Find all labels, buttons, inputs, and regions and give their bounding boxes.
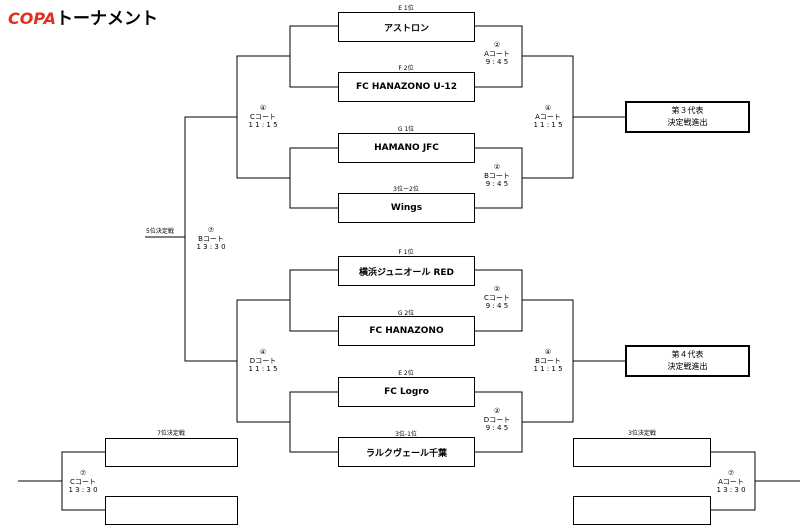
match-info: ④ Cコート 1 1 : 1 5: [247, 104, 279, 130]
team-box: FC Logro: [338, 377, 475, 407]
match-number: ②: [493, 41, 501, 49]
match-number: ⑦: [727, 469, 735, 477]
seed-label: F 1位: [398, 249, 414, 256]
team-box: アストロン: [338, 12, 475, 42]
match-number: ④: [259, 104, 267, 112]
brand-logo-text: COPA: [8, 9, 56, 28]
match-info: ⑦ Cコート 1 3 : 3 0: [67, 469, 99, 495]
seed-label: E 1位: [398, 5, 414, 12]
match-court: Dコート: [249, 356, 277, 365]
seventh-place-label: 7位決定戦: [157, 430, 185, 437]
match-court: Cコート: [70, 477, 96, 486]
match-time: 1 1 : 1 5: [248, 365, 278, 373]
empty-team-box: [573, 438, 711, 467]
match-time: 1 1 : 1 5: [248, 121, 278, 129]
empty-team-box: [105, 438, 238, 467]
match-number: ②: [493, 285, 501, 293]
result-line: 第３代表: [671, 106, 704, 115]
team-box: ラルクヴェール千葉: [338, 437, 475, 467]
match-court: Bコート: [535, 356, 561, 365]
third-place-label: 3位決定戦: [628, 430, 656, 437]
team-box: FC HANAZONO U-12: [338, 72, 475, 102]
team-box: Wings: [338, 193, 475, 223]
match-time: 1 3 : 3 0: [716, 486, 746, 494]
match-court: Aコート: [484, 49, 510, 58]
match-info: ② Cコート 9 : 4 5: [483, 285, 511, 311]
match-court: Dコート: [483, 415, 511, 424]
match-number: ④: [544, 104, 552, 112]
match-time: 9 : 4 5: [485, 302, 509, 310]
match-court: Cコート: [250, 112, 276, 121]
empty-team-box: [105, 496, 238, 525]
match-time: 1 3 : 3 0: [68, 486, 98, 494]
match-number: ⑦: [207, 226, 215, 234]
match-court: Aコート: [535, 112, 561, 121]
match-info: ② Bコート 9 : 4 5: [483, 163, 511, 189]
match-info: ④ Dコート 1 1 : 1 5: [247, 348, 279, 374]
match-time: 9 : 4 5: [485, 58, 509, 66]
seed-label: 3位ー2位: [393, 186, 419, 193]
match-number: ②: [493, 407, 501, 415]
match-court: Bコート: [198, 234, 224, 243]
match-info: ② Aコート 9 : 4 5: [483, 41, 511, 67]
team-box: 横浜ジュニオール RED: [338, 256, 475, 286]
fifth-place-label: 5位決定戦: [146, 228, 174, 235]
match-info: ④ Aコート 1 1 : 1 5: [532, 104, 564, 130]
seed-label: G 2位: [397, 310, 415, 317]
match-number: ②: [493, 163, 501, 171]
result-line: 決定戦進出: [667, 362, 708, 371]
result-line: 第４代表: [671, 350, 704, 359]
match-time: 9 : 4 5: [485, 180, 509, 188]
third-representative-box: 第３代表 決定戦進出: [625, 101, 750, 133]
match-info: ⑦ Aコート 1 3 : 3 0: [715, 469, 747, 495]
match-number: ⑦: [79, 469, 87, 477]
match-time: 1 1 : 1 5: [533, 365, 563, 373]
team-box: HAMANO JFC: [338, 133, 475, 163]
match-info: ② Dコート 9 : 4 5: [482, 407, 512, 433]
seed-label: F 2位: [398, 65, 414, 72]
fourth-representative-box: 第４代表 決定戦進出: [625, 345, 750, 377]
match-court: Cコート: [484, 293, 510, 302]
match-number: ④: [544, 348, 552, 356]
match-time: 1 1 : 1 5: [533, 121, 563, 129]
seed-label: 3位-1位: [395, 431, 417, 438]
match-court: Aコート: [718, 477, 744, 486]
match-info: ④ Bコート 1 1 : 1 5: [532, 348, 564, 374]
seed-label: G 1位: [397, 126, 415, 133]
match-info: ⑦ Bコート 1 3 : 3 0: [195, 226, 227, 252]
match-court: Bコート: [484, 171, 510, 180]
title-text: トーナメント: [55, 9, 158, 29]
result-line: 決定戦進出: [667, 118, 708, 127]
empty-team-box: [573, 496, 711, 525]
page-title: COPAトーナメント: [8, 4, 158, 29]
team-box: FC HANAZONO: [338, 316, 475, 346]
match-number: ④: [259, 348, 267, 356]
seed-label: E 2位: [398, 370, 414, 377]
match-time: 9 : 4 5: [485, 424, 509, 432]
match-time: 1 3 : 3 0: [196, 243, 226, 251]
